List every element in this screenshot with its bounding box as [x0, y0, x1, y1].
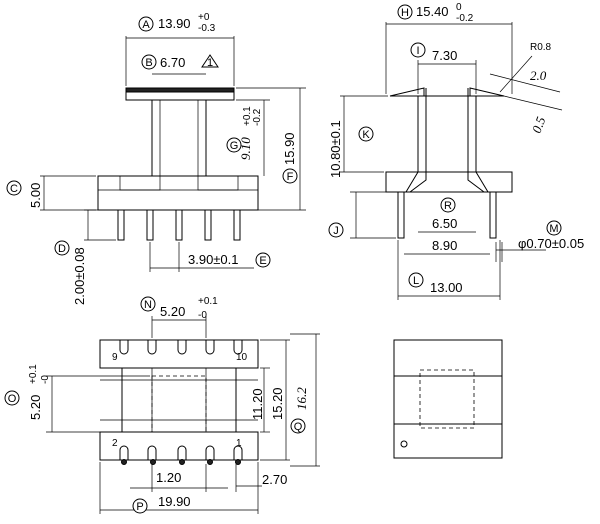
pin-num-tl: 9: [112, 352, 118, 363]
label-D: D: [58, 243, 66, 255]
label-J: J: [333, 225, 339, 237]
front-base-height: 5.00: [28, 183, 43, 208]
label-F: F: [287, 171, 294, 183]
side-pin-right: [489, 191, 497, 239]
side-inner-b: 8.90: [432, 238, 457, 253]
bottom-outer-h: 16.2: [294, 387, 309, 410]
side-pin-dia: φ0.70±0.05: [518, 236, 584, 251]
label-G: G: [230, 140, 239, 152]
bottom-pin-gap: 1.20: [156, 470, 181, 485]
front-width-top-tol-upper: +0: [198, 12, 210, 23]
label-Q: Q: [294, 421, 303, 433]
label-O: O: [8, 393, 17, 405]
front-top-flange-edge: [125, 87, 235, 93]
label-B: B: [145, 57, 152, 69]
front-height-total: 15.90: [282, 132, 297, 165]
label-M: M: [549, 223, 558, 235]
pin1-marker-icon: [400, 440, 408, 448]
label-I: I: [416, 45, 419, 57]
front-pin-5: [233, 209, 241, 241]
side-height: 10.80±0.1: [328, 120, 343, 178]
bottom-total-w: 19.90: [158, 494, 191, 509]
side-radius: R0.8: [530, 42, 552, 53]
bottom-slot-width: 5.20: [160, 304, 185, 319]
pin-num-tr: 10: [236, 352, 248, 363]
side-inner-a: 6.50: [432, 216, 457, 231]
label-H: H: [401, 7, 409, 19]
side-view: H 15.40 0 -0.2 I 7.30 R0.8 2.0 0.5 K 10.…: [328, 2, 584, 300]
front-pin-3: [175, 209, 183, 241]
side-total-width: 13.00: [430, 280, 463, 295]
side-core-width: 7.30: [432, 48, 457, 63]
bottom-side-tol-lower: -0: [40, 375, 51, 384]
front-width-top: 13.90: [158, 16, 191, 31]
bottom-edge: 2.70: [262, 472, 287, 487]
front-pin-2: [146, 209, 154, 241]
front-pin-pitch: 3.90±0.1: [188, 252, 239, 267]
side-slot-a: 2.0: [530, 68, 547, 83]
pin-num-br: 1: [236, 438, 242, 449]
label-A: A: [142, 19, 150, 31]
warning-triangle-icon: [201, 54, 219, 68]
front-pin-length: 2.00±0.08: [72, 247, 87, 305]
label-R: R: [444, 200, 452, 212]
bottom-side-dim: 5.20: [28, 395, 43, 420]
front-view: A 13.90 +0 -0.3 B 6.70 1 F 15.90 G 9.10 …: [6, 12, 306, 305]
side-width-top-tol-lower: -0.2: [456, 13, 474, 24]
front-height-inner: 9.10: [238, 137, 253, 160]
side-width-top: 15.40: [416, 4, 449, 19]
front-height-inner-tol-lower: -0.2: [252, 108, 263, 126]
front-pin-1: [117, 209, 125, 241]
label-N: N: [144, 299, 152, 311]
front-pin-4: [204, 209, 212, 241]
label-K: K: [362, 129, 370, 141]
side-width-top-tol-upper: 0: [456, 2, 462, 13]
bottom-view: 9 10 2 1 N 5.20 +0.1 -0 O 5.20 +0.1 -0 1…: [4, 296, 320, 514]
top-view-outline: [393, 339, 503, 459]
pin-num-bl: 2: [112, 438, 118, 449]
side-base: [385, 171, 513, 193]
label-C: C: [10, 183, 18, 195]
front-height-inner-tol-upper: +0.1: [242, 106, 253, 126]
top-view: [393, 339, 503, 459]
warning-mark: 1: [207, 57, 213, 69]
bottom-mid-h: 15.20: [270, 387, 285, 420]
bottom-slot-tol-upper: +0.1: [198, 296, 218, 307]
bottom-side-tol-upper: +0.1: [28, 364, 39, 384]
label-E: E: [259, 255, 266, 267]
front-core-width: 6.70: [160, 55, 185, 70]
side-slot-b: 0.5: [529, 114, 549, 135]
label-L: L: [413, 275, 419, 287]
bottom-slot-tol-lower: -0: [198, 310, 207, 321]
bottom-inner-h: 11.20: [250, 388, 265, 420]
front-width-top-tol-lower: -0.3: [198, 23, 216, 34]
label-P: P: [136, 501, 143, 513]
front-base: [97, 175, 259, 211]
top-view-core: [419, 369, 475, 429]
side-pin-left: [397, 191, 405, 239]
